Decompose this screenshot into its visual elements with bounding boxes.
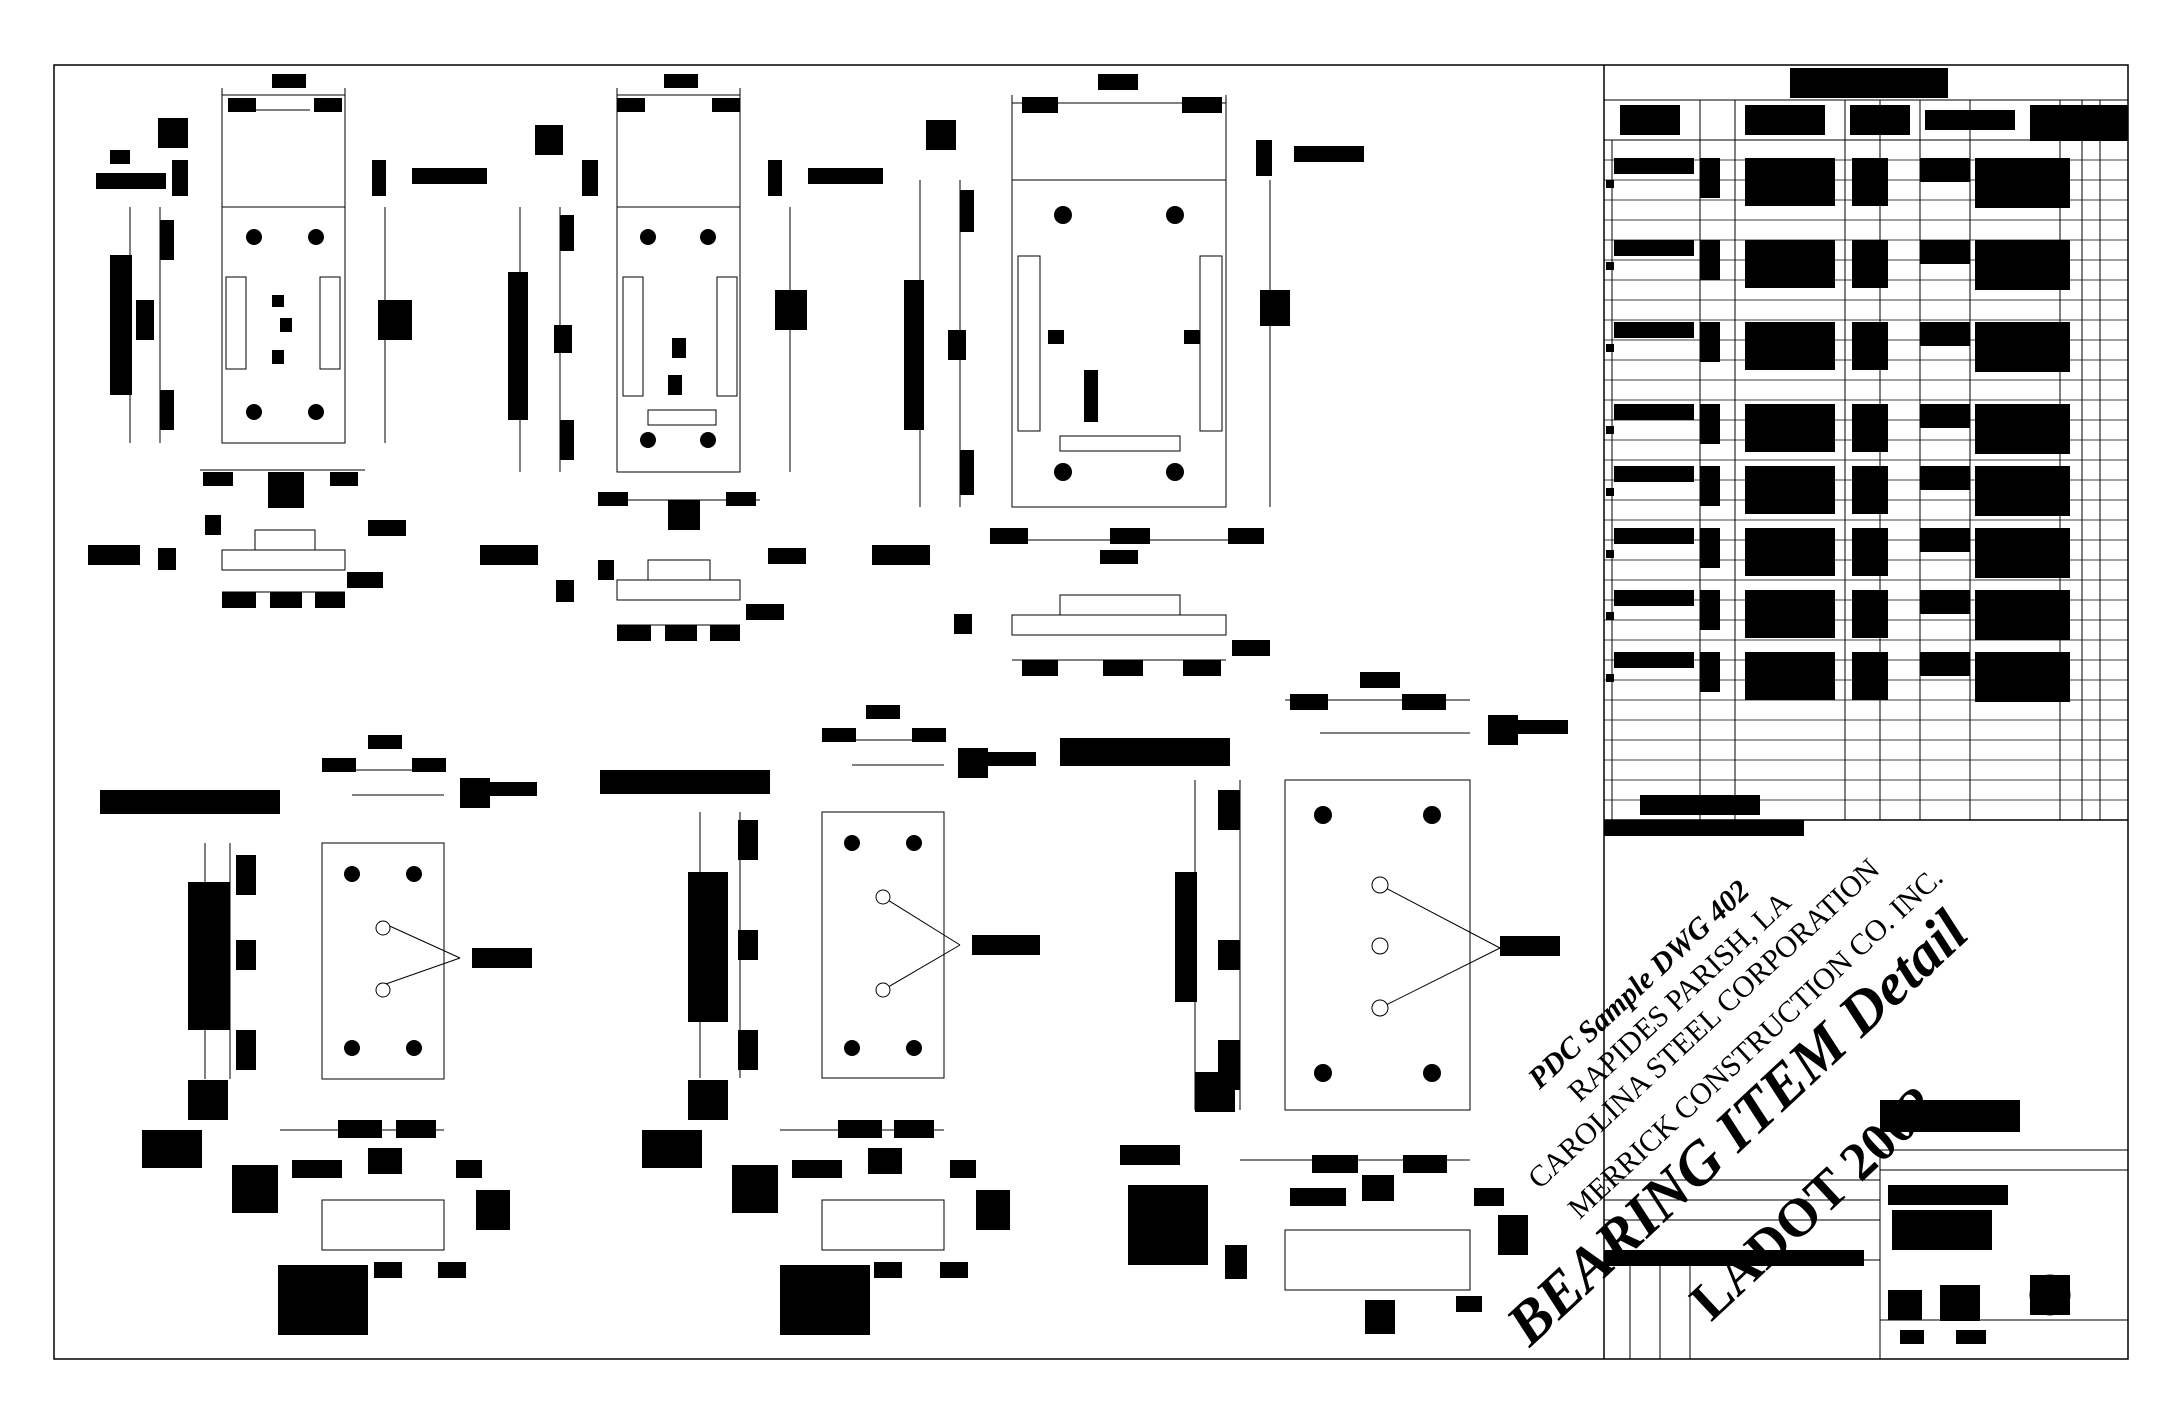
schedule-cell-block <box>1920 466 1970 490</box>
schedule-cell-block <box>1852 240 1888 288</box>
schedule-cell-block <box>1606 612 1614 620</box>
schedule-cell-block <box>1975 466 2070 516</box>
schedule-cell-block <box>1606 426 1614 434</box>
schedule-cell-block <box>1975 322 2070 372</box>
schedule-cell-block <box>1852 528 1888 576</box>
schedule-cell-block <box>1700 528 1720 568</box>
schedule-cell-block <box>1745 466 1835 514</box>
schedule-cell-block <box>1606 262 1614 270</box>
plate-detail-1 <box>129 88 386 593</box>
schedule-cell-block <box>1745 652 1835 700</box>
schedule-cell-block <box>1700 240 1720 280</box>
title-block-marks <box>1604 1100 2070 1344</box>
schedule-cell-block <box>1614 322 1694 338</box>
schedule-header-block <box>2030 105 2128 141</box>
schedule-cell-block <box>1700 466 1720 506</box>
schedule-cell-block <box>1700 322 1720 362</box>
schedule-cell-block <box>1920 322 1970 346</box>
schedule-cell-block <box>1614 158 1694 174</box>
schedule-cell-block <box>1975 240 2070 290</box>
schedule-cell-block <box>1700 404 1720 444</box>
plate-detail-2 <box>519 88 791 626</box>
schedule-cell-block <box>1700 590 1720 630</box>
schedule-cell-block <box>1745 158 1835 206</box>
schedule-cell-block <box>1745 404 1835 452</box>
schedule-cell-block <box>1920 590 1970 614</box>
schedule-cell-block <box>1975 528 2070 578</box>
schedule-cell-block <box>1606 344 1614 352</box>
schedule-cell-block <box>1745 240 1835 288</box>
schedule-cell-block <box>1745 322 1835 370</box>
plate-detail-6-marks <box>1060 672 1568 1334</box>
schedule-cell-block <box>1852 158 1888 206</box>
plate-detail-4-marks <box>100 735 537 1335</box>
plate-detail-5-marks <box>600 705 1040 1335</box>
schedule-cell-block <box>1606 674 1614 682</box>
schedule-cell-block <box>1700 158 1720 198</box>
schedule-header-block <box>1745 105 1825 135</box>
schedule-cell-block <box>1852 404 1888 452</box>
schedule-cell-block <box>1975 158 2070 208</box>
schedule-cell-block <box>1975 590 2070 640</box>
schedule-footer-block <box>1640 795 1760 815</box>
schedule-cell-block <box>1614 466 1694 482</box>
plate-detail-3-marks <box>872 74 1364 676</box>
schedule-title-block <box>1790 68 1948 98</box>
schedule-footer-block <box>1604 820 1804 836</box>
schedule-cell-block <box>1920 240 1970 264</box>
schedule-cell-block <box>1975 652 2070 702</box>
schedule-cell-block <box>1920 404 1970 428</box>
schedule-cell-block <box>1920 158 1970 182</box>
schedule-cell-block <box>1614 528 1694 544</box>
schedule-cell-block <box>1700 652 1720 692</box>
schedule-cell-block <box>1606 488 1614 496</box>
schedule-header-block <box>1620 105 1680 135</box>
schedule-cell-block <box>1745 590 1835 638</box>
plate-detail-2-marks <box>480 74 883 641</box>
schedule-cell-block <box>1606 550 1614 558</box>
schedule-marks <box>1604 68 2128 836</box>
schedule-cell-block <box>1745 528 1835 576</box>
plate-detail-1-marks <box>88 74 487 608</box>
schedule-cell-block <box>1852 652 1888 700</box>
schedule-cell-block <box>1852 322 1888 370</box>
schedule-cell-block <box>1852 466 1888 514</box>
schedule-cell-block <box>1606 180 1614 188</box>
schedule-cell-block <box>1852 590 1888 638</box>
schedule-cell-block <box>1614 590 1694 606</box>
schedule-cell-block <box>1614 404 1694 420</box>
schedule-cell-block <box>1975 404 2070 454</box>
schedule-header-block <box>1925 110 2015 130</box>
schedule-cell-block <box>1920 528 1970 552</box>
plate-detail-6 <box>1194 699 1501 1291</box>
schedule-header-block <box>1850 105 1910 135</box>
schedule-cell-block <box>1614 652 1694 668</box>
schedule-cell-block <box>1920 652 1970 676</box>
schedule-cell-block <box>1614 240 1694 256</box>
